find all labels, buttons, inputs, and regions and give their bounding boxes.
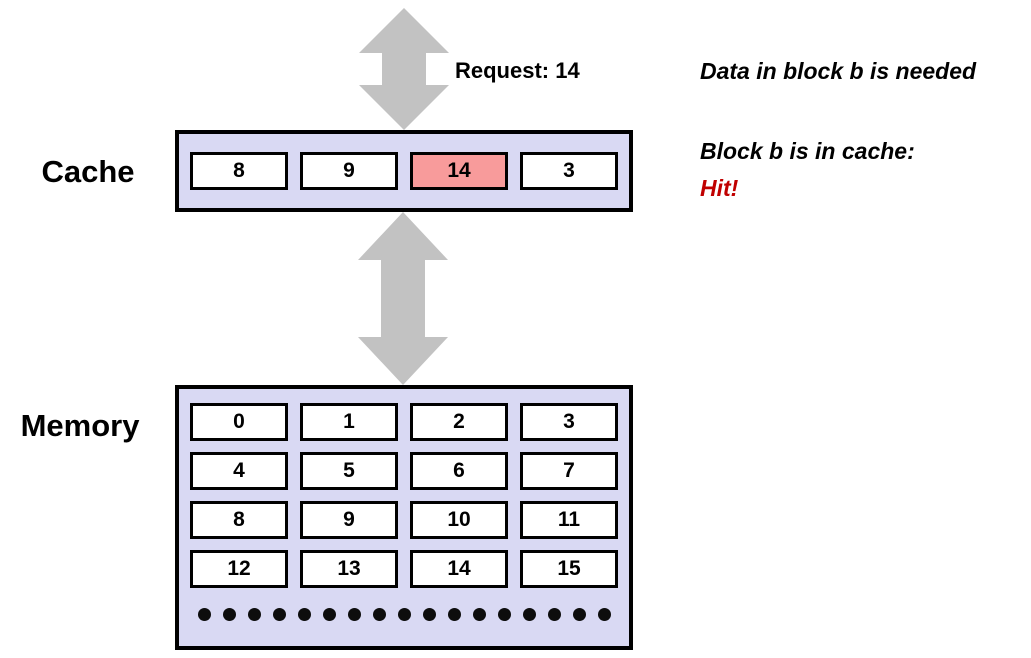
dot-icon xyxy=(347,608,361,621)
dot-icon xyxy=(397,608,411,621)
cpu-cache-double-arrow-icon xyxy=(359,8,449,130)
dot-icon xyxy=(422,608,436,621)
memory-block: 10 xyxy=(410,501,508,539)
ellipsis-dots xyxy=(197,608,611,621)
cache-block-highlighted: 14 xyxy=(410,152,508,190)
dot-icon xyxy=(472,608,486,621)
memory-block: 15 xyxy=(520,550,618,588)
dot-icon xyxy=(497,608,511,621)
memory-block: 11 xyxy=(520,501,618,539)
dot-icon xyxy=(222,608,236,621)
annotation-in-cache: Block b is in cache: xyxy=(700,138,915,164)
memory-row: 4 5 6 7 xyxy=(190,452,618,490)
cache-memory-double-arrow-icon xyxy=(358,212,448,385)
memory-block: 2 xyxy=(410,403,508,441)
memory-title: Memory xyxy=(20,408,140,443)
cache-block: 9 xyxy=(300,152,398,190)
dot-icon xyxy=(597,608,611,621)
memory-box: 0 1 2 3 4 5 6 7 8 9 10 11 12 13 14 15 xyxy=(175,385,633,650)
dot-icon xyxy=(272,608,286,621)
memory-row: 12 13 14 15 xyxy=(190,550,618,588)
dot-icon xyxy=(572,608,586,621)
annotation-block-status: Block b is in cache: Hit! xyxy=(700,133,915,207)
annotation-hit-result: Hit! xyxy=(700,175,739,201)
request-label: Request: 14 xyxy=(455,58,580,83)
dot-icon xyxy=(197,608,211,621)
memory-block: 7 xyxy=(520,452,618,490)
cache-box: 8 9 14 3 xyxy=(175,130,633,212)
cache-block: 8 xyxy=(190,152,288,190)
dot-icon xyxy=(447,608,461,621)
memory-block: 12 xyxy=(190,550,288,588)
memory-block: 4 xyxy=(190,452,288,490)
annotation-data-needed: Data in block b is needed xyxy=(700,58,977,84)
memory-block: 5 xyxy=(300,452,398,490)
dot-icon xyxy=(547,608,561,621)
dot-icon xyxy=(322,608,336,621)
memory-block: 8 xyxy=(190,501,288,539)
dot-icon xyxy=(247,608,261,621)
memory-block: 13 xyxy=(300,550,398,588)
memory-block: 6 xyxy=(410,452,508,490)
memory-block: 3 xyxy=(520,403,618,441)
memory-block: 14 xyxy=(410,550,508,588)
cache-title: Cache xyxy=(41,154,135,189)
memory-block: 9 xyxy=(300,501,398,539)
cache-block: 3 xyxy=(520,152,618,190)
dot-icon xyxy=(297,608,311,621)
memory-block: 0 xyxy=(190,403,288,441)
memory-block: 1 xyxy=(300,403,398,441)
memory-row: 8 9 10 11 xyxy=(190,501,618,539)
dot-icon xyxy=(522,608,536,621)
dot-icon xyxy=(372,608,386,621)
memory-row: 0 1 2 3 xyxy=(190,403,618,441)
